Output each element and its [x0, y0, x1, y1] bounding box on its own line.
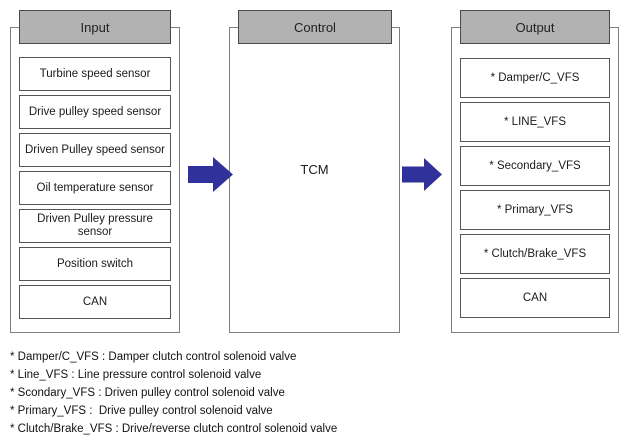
input-item-box: Drive pulley speed sensor: [19, 95, 171, 129]
footnote-line: * Damper/C_VFS : Damper clutch control s…: [10, 351, 297, 363]
output-header: Output: [460, 10, 610, 44]
output-item-box: * Primary_VFS: [460, 190, 610, 230]
footnote-line: * Primary_VFS : Drive pulley control sol…: [10, 405, 273, 417]
input-item-box: Driven Pulley speed sensor: [19, 133, 171, 167]
output-item-box: * Secondary_VFS: [460, 146, 610, 186]
control-header: Control: [238, 10, 392, 44]
input-item-list: Turbine speed sensor Drive pulley speed …: [19, 57, 171, 319]
footnote-line: * Clutch/Brake_VFS : Drive/reverse clutc…: [10, 423, 338, 435]
input-header: Input: [19, 10, 171, 44]
output-item-box: * LINE_VFS: [460, 102, 610, 142]
control-panel-outline: [229, 27, 400, 333]
input-item-box: Oil temperature sensor: [19, 171, 171, 205]
footnote-line: * Line_VFS : Line pressure control solen…: [10, 369, 262, 381]
output-item-box: * Clutch/Brake_VFS: [460, 234, 610, 274]
right-arrow-icon: [188, 157, 233, 192]
output-item-box: CAN: [460, 278, 610, 318]
input-item-box: Turbine speed sensor: [19, 57, 171, 91]
output-item-list: * Damper/C_VFS * LINE_VFS * Secondary_VF…: [460, 58, 610, 318]
input-item-box: Driven Pulley pressure sensor: [19, 209, 171, 243]
footnote-legend: * Damper/C_VFS : Damper clutch control s…: [10, 348, 610, 438]
input-item-box: Position switch: [19, 247, 171, 281]
tcm-label: TCM: [300, 162, 329, 177]
footnote-line: * Scondary_VFS : Driven pulley control s…: [10, 387, 285, 399]
right-arrow-icon: [402, 158, 442, 191]
output-item-box: * Damper/C_VFS: [460, 58, 610, 98]
input-item-box: CAN: [19, 285, 171, 319]
